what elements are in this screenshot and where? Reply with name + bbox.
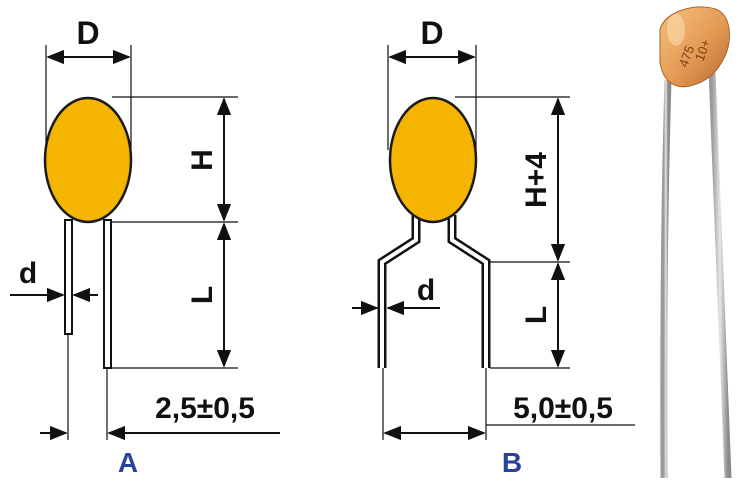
a-variant-label: A bbox=[118, 447, 138, 478]
b-lead-right-inner bbox=[450, 215, 488, 368]
b-lead-left-inner bbox=[380, 215, 418, 368]
a-label-d: d bbox=[19, 257, 37, 290]
b-variant-label: B bbox=[502, 447, 522, 478]
b-lead-left bbox=[377, 215, 421, 368]
a-label-pitch: 2,5±0,5 bbox=[155, 392, 255, 425]
b-label-H-plus-4: H+4 bbox=[520, 152, 553, 208]
diagram-a-labels: D H L d 2,5±0,5 A bbox=[19, 15, 255, 478]
a-label-D: D bbox=[76, 15, 99, 51]
b-lead-right bbox=[447, 215, 491, 368]
a-capacitor-body bbox=[43, 96, 133, 224]
photo-lead-left bbox=[660, 79, 672, 479]
photo-marking-line1: 475 bbox=[676, 44, 698, 70]
diagram-b bbox=[352, 45, 635, 441]
photo-lead-right bbox=[708, 69, 732, 479]
photo-marking-line2: 10+ bbox=[692, 37, 714, 63]
a-lead-left bbox=[64, 219, 73, 335]
a-label-H: H bbox=[186, 149, 219, 171]
diagram-a bbox=[10, 45, 280, 441]
b-capacitor-body bbox=[388, 96, 478, 224]
a-label-L: L bbox=[186, 286, 219, 304]
capacitor-photo: 475 10+ bbox=[640, 0, 739, 479]
b-label-L: L bbox=[520, 306, 553, 324]
a-lead-right bbox=[103, 219, 112, 369]
b-label-d: d bbox=[417, 274, 435, 307]
b-label-pitch: 5,0±0,5 bbox=[513, 392, 613, 425]
photo-body-highlight bbox=[667, 14, 685, 46]
diagram-b-labels: D H+4 L d 5,0±0,5 B bbox=[417, 15, 613, 478]
b-label-D: D bbox=[420, 15, 443, 51]
